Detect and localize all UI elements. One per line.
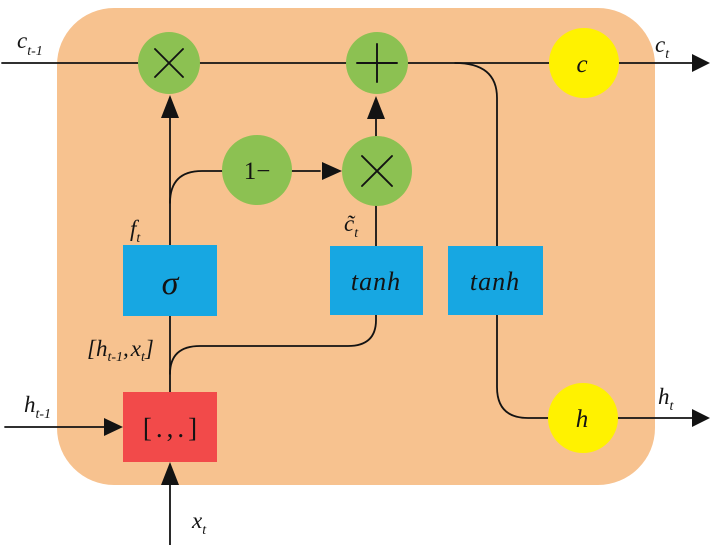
one-minus-circle	[222, 135, 292, 205]
sigmoid-gate-box: σ	[123, 245, 217, 316]
candidate-multiply-node	[342, 136, 412, 206]
multiply-icon	[361, 155, 393, 187]
x-input-label: xt	[191, 508, 207, 538]
concat-box: [.,.]	[123, 392, 217, 462]
forget-multiply-node	[138, 32, 200, 94]
plus-icon	[356, 43, 398, 83]
cell-state-node: c	[549, 28, 619, 98]
cell-state-circle	[549, 28, 619, 98]
sigmoid-gate-label: σ	[162, 265, 180, 302]
add-node	[346, 32, 408, 94]
output-tanh-box: tanh	[448, 246, 543, 315]
x-input-arrowhead	[161, 462, 179, 485]
concat-vector-label: [ht-1,xt]	[87, 336, 154, 365]
one-minus-node: 1−	[222, 135, 292, 205]
hidden-state-circle	[548, 383, 618, 453]
hidden-output-arrowhead	[692, 409, 710, 427]
cell-state-label: c	[576, 51, 587, 78]
candidate-tanh-rect	[330, 246, 423, 315]
cell-output-arrowhead	[692, 54, 710, 72]
multiply-icon	[154, 48, 184, 78]
candidate-tanh-box: tanh	[330, 246, 423, 315]
hidden-output-line	[496, 314, 695, 419]
add-arrowhead	[367, 96, 385, 119]
hidden-input-prev-label: ht-1	[24, 392, 51, 422]
forget-multiply-arrowhead	[161, 95, 179, 118]
hidden-state-label: h	[576, 406, 589, 433]
cell-to-output-tanh-line	[454, 62, 498, 247]
output-tanh-rect	[448, 246, 543, 315]
candidate-multiply-arrowhead	[322, 162, 342, 180]
hidden-output-label: ht	[658, 384, 675, 414]
one-minus-branch-line	[169, 170, 321, 204]
candidate-tanh-label: tanh	[351, 267, 401, 296]
sigmoid-gate-rect	[123, 245, 217, 316]
one-minus-label: 1−	[244, 158, 271, 185]
hidden-state-node: h	[548, 383, 618, 453]
hidden-input-arrowhead	[104, 418, 123, 436]
concat-rect	[123, 392, 217, 462]
cell-output-label: ct	[655, 32, 670, 62]
concat-label: [.,.]	[143, 413, 201, 443]
output-tanh-label: tanh	[470, 267, 520, 296]
cell-input-prev-label: ct-1	[17, 28, 43, 59]
concat-to-tanh-line	[169, 314, 377, 375]
candidate-label: c̃t	[344, 211, 359, 241]
forget-gate-label: ft	[130, 216, 141, 246]
